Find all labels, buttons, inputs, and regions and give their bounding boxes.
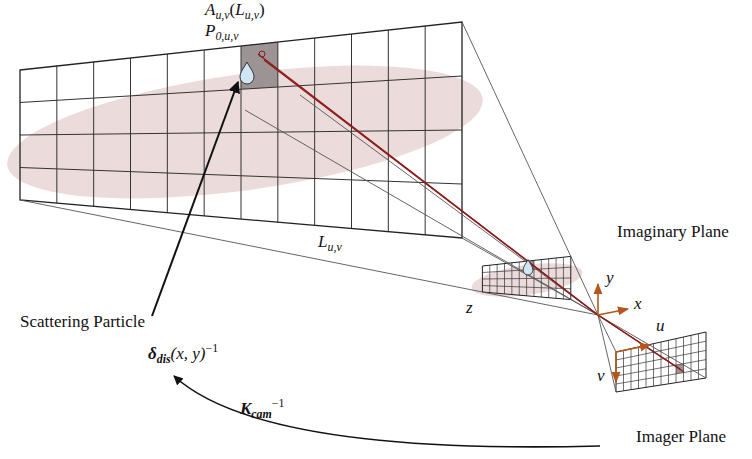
- label-text: P: [205, 21, 215, 40]
- axis-label: z: [466, 298, 473, 318]
- distance-label: Lu,v: [318, 232, 342, 257]
- label-text: L: [235, 0, 244, 19]
- label-text: δ: [148, 344, 157, 363]
- label-text: u,v: [245, 8, 259, 22]
- droplet-icon: [240, 62, 254, 84]
- label-text: A: [205, 0, 215, 19]
- label-text: ): [259, 0, 265, 19]
- label-text: x: [634, 294, 642, 313]
- scatter-volume-ellipse: [0, 41, 491, 223]
- grid-line: [623, 350, 624, 391]
- label-text: Imager Plane: [636, 427, 726, 446]
- label-text: u,v: [215, 8, 229, 22]
- label-text: 0,u,v: [215, 29, 238, 43]
- label-text: Scattering Particle: [20, 312, 145, 331]
- axis-label: y: [606, 268, 614, 288]
- label-text: −1: [206, 341, 219, 355]
- grid-line: [482, 286, 570, 289]
- grid-line: [646, 345, 647, 387]
- label-text: (x, y): [171, 344, 206, 363]
- power-label: P0,u,v: [205, 21, 239, 46]
- grid-line: [661, 342, 662, 385]
- grid-line: [638, 347, 639, 389]
- grid-line: [683, 337, 684, 382]
- imager-plane-grid: [616, 332, 706, 392]
- frustum-lines: [20, 22, 706, 392]
- distortion-label: δdis(x, y)−1: [148, 338, 218, 369]
- label-text: −1: [272, 396, 285, 410]
- plane-grids: [20, 22, 706, 392]
- grid-line: [616, 369, 706, 384]
- plane-label: Imager Plane: [636, 427, 726, 447]
- ray-origin: [259, 51, 265, 57]
- label-text: K: [240, 399, 251, 418]
- imaginary-plane-grid: [482, 256, 570, 299]
- label-text: cam: [251, 407, 271, 421]
- label-text: u,v: [327, 240, 341, 254]
- mapping-arrow: [174, 376, 600, 447]
- grid-line: [20, 130, 462, 135]
- axis-arrows: [598, 284, 650, 382]
- plane-outline: [616, 332, 706, 392]
- label-text: z: [466, 298, 473, 317]
- plane-outline: [20, 22, 462, 238]
- grid-line: [616, 360, 706, 376]
- grid-line: [653, 344, 654, 387]
- far-plane-grid: [20, 22, 462, 238]
- callout-label: Scattering Particle: [20, 312, 145, 332]
- label-text: (: [230, 0, 236, 19]
- grid-line: [616, 350, 706, 368]
- axis-label: x: [634, 294, 642, 314]
- label-text: v: [597, 366, 605, 385]
- grid-line: [631, 349, 632, 390]
- grid-line: [482, 278, 570, 279]
- ray-lines: [258, 54, 684, 372]
- scatter-volume-ellipse-small: [469, 257, 584, 302]
- label-text: Imaginary Plane: [617, 222, 729, 241]
- grid-line: [698, 334, 699, 380]
- droplet-icon-small: [523, 260, 533, 275]
- axis-label: v: [597, 366, 605, 386]
- label-text: y: [606, 268, 614, 287]
- label-text: u: [656, 316, 665, 335]
- pointer-arrow: [152, 82, 238, 316]
- grid-line: [20, 168, 462, 185]
- plane-outline: [482, 256, 570, 299]
- label-text: dis: [157, 352, 171, 366]
- intrinsics-label: Kcam−1: [240, 393, 284, 424]
- label-text: L: [318, 232, 327, 251]
- grid-line: [691, 335, 692, 380]
- plane-label: Imaginary Plane: [617, 222, 729, 242]
- axis-label: u: [656, 316, 665, 336]
